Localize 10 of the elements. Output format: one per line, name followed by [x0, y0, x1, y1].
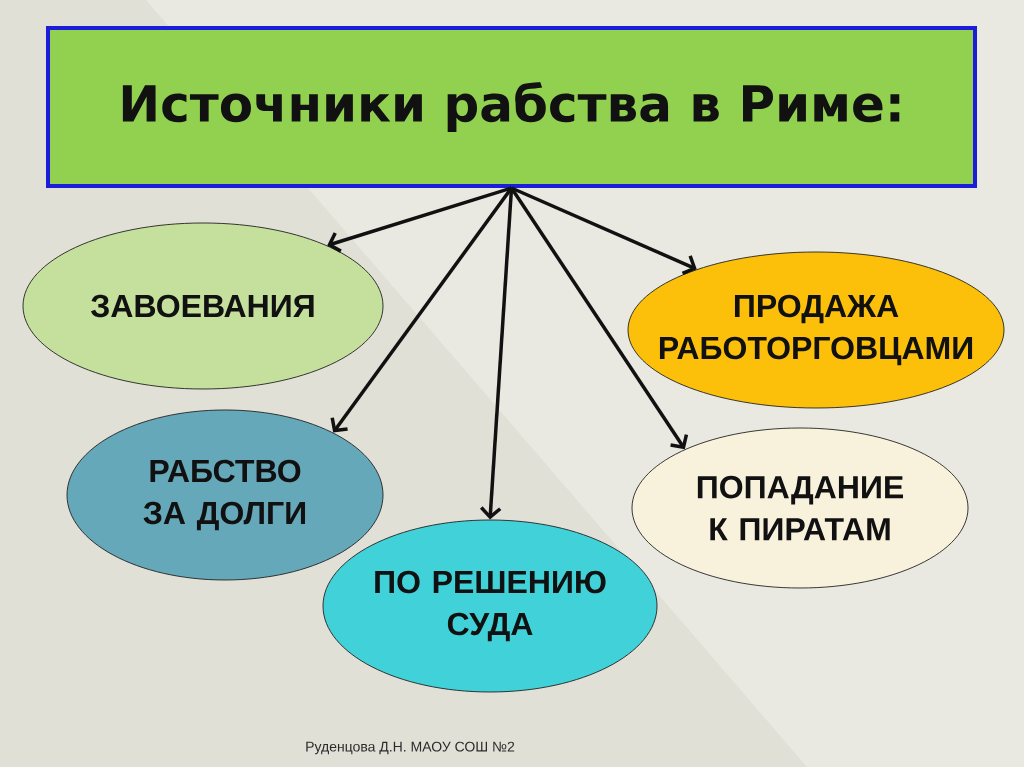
arrow	[510, 187, 689, 450]
oval-box: ЗАВОЕВАНИЯ	[22, 222, 384, 390]
oval-box: ПО РЕШЕНИЮ СУДА	[322, 519, 658, 693]
arrow	[327, 186, 513, 253]
credit-text: Руденцова Д.Н. МАОУ СОШ №2	[306, 741, 515, 755]
arrow	[510, 186, 697, 275]
arrow	[330, 186, 513, 433]
oval-box: ПРОДАЖА РАБОТОРГОВЦАМИ	[627, 251, 1005, 409]
oval-box: ПОПАДАНИЕ К ПИРАТАМ	[631, 427, 969, 589]
heading-box: Источники рабства в Риме:	[46, 26, 977, 188]
